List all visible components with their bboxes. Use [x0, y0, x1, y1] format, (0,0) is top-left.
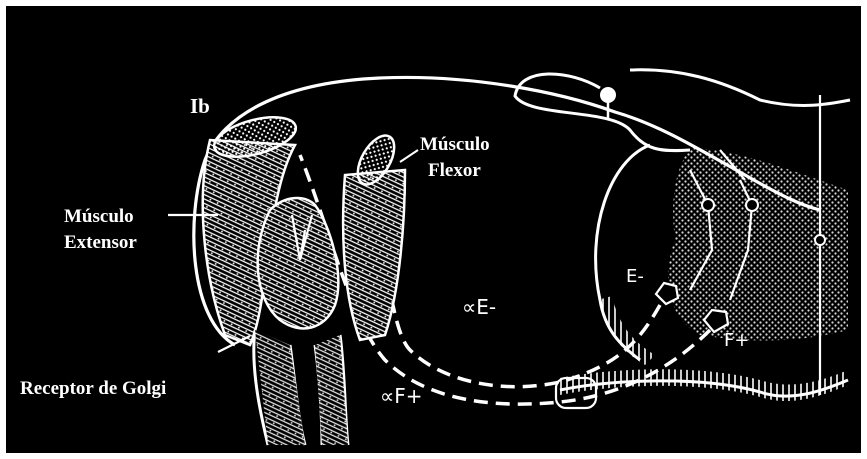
lower-limb-fill: [255, 330, 348, 445]
bone-structure: [258, 198, 339, 328]
motor-neuron-e: [656, 283, 678, 304]
alpha-e-pathway: [375, 200, 660, 387]
flexor-pointer-line: [400, 150, 418, 162]
label-f-plus: F+: [724, 330, 749, 351]
root-hatch-band: [598, 296, 655, 365]
interneuron-2: [746, 199, 758, 211]
label-alpha-f-plus: ∝F+: [380, 384, 423, 408]
midline-neuron: [815, 235, 825, 245]
label-musculo-extensor-1: Músculo: [64, 206, 134, 227]
label-receptor-golgi: Receptor de Golgi: [20, 378, 166, 399]
dorsal-root-ganglion: [600, 87, 616, 103]
label-musculo-flexor-1: Músculo: [420, 134, 490, 155]
label-musculo-flexor-2: Flexor: [428, 160, 481, 181]
spinal-cord-outline: [515, 70, 850, 151]
interneuron-1: [702, 199, 714, 211]
label-e-minus: E-: [626, 266, 644, 287]
label-alpha-e-minus: ∝E-: [462, 295, 496, 319]
flexor-muscle: [343, 170, 405, 340]
label-musculo-extensor-2: Extensor: [64, 232, 137, 253]
label-ib: Ib: [190, 94, 210, 118]
ventral-root-hatch: [560, 369, 848, 401]
